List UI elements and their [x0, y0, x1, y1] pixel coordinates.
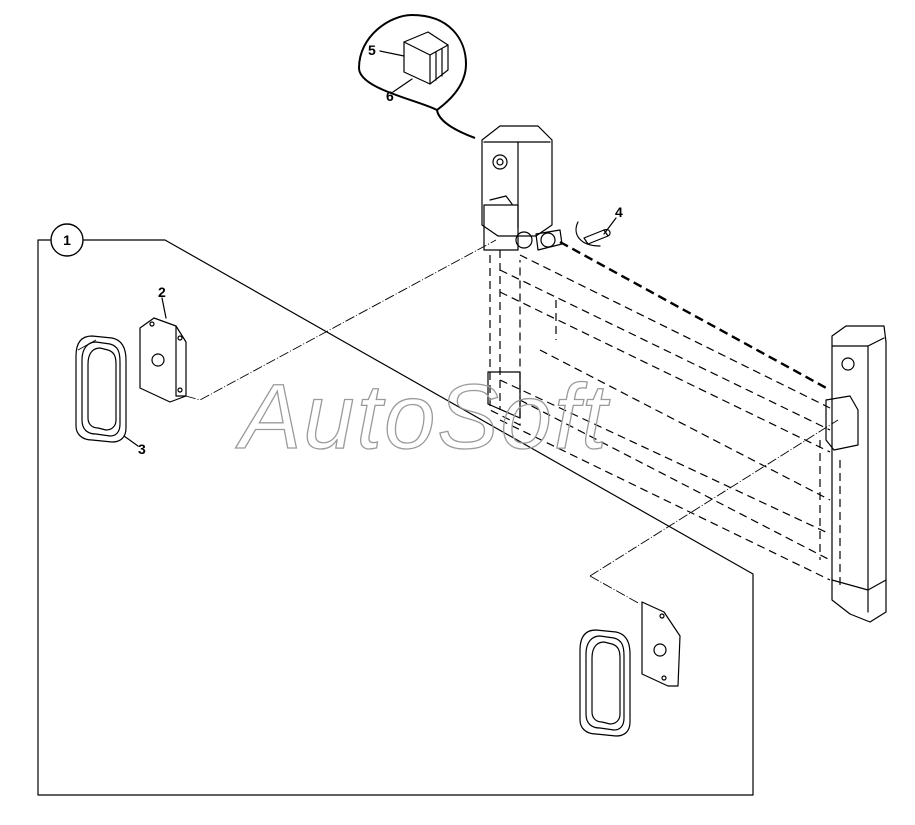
callout-3: 3 — [138, 441, 146, 457]
callout-2: 2 — [158, 284, 166, 300]
group-circle — [50, 223, 84, 257]
callout-5: 5 — [368, 42, 376, 58]
rubber-block-detail — [403, 31, 449, 85]
side-marker-lamp-lower — [579, 629, 631, 737]
frame-crossbeams — [499, 240, 831, 581]
bolt-part-4: 4 — [575, 204, 623, 247]
group-outline: 1 — [37, 223, 754, 796]
frame-right-post — [825, 325, 887, 623]
watermark: AutoSoft — [235, 366, 610, 468]
leader-lines — [185, 239, 839, 605]
side-marker-lamp-upper — [75, 335, 127, 443]
callout-4: 4 — [615, 204, 623, 220]
group-label: 1 — [63, 232, 71, 248]
callout-6: 6 — [386, 88, 394, 104]
mounting-bracket-upper — [139, 317, 187, 403]
detail-bubble: 5 6 — [358, 14, 476, 139]
mounting-bracket-lower — [641, 601, 681, 687]
frame-left-post — [481, 125, 563, 426]
